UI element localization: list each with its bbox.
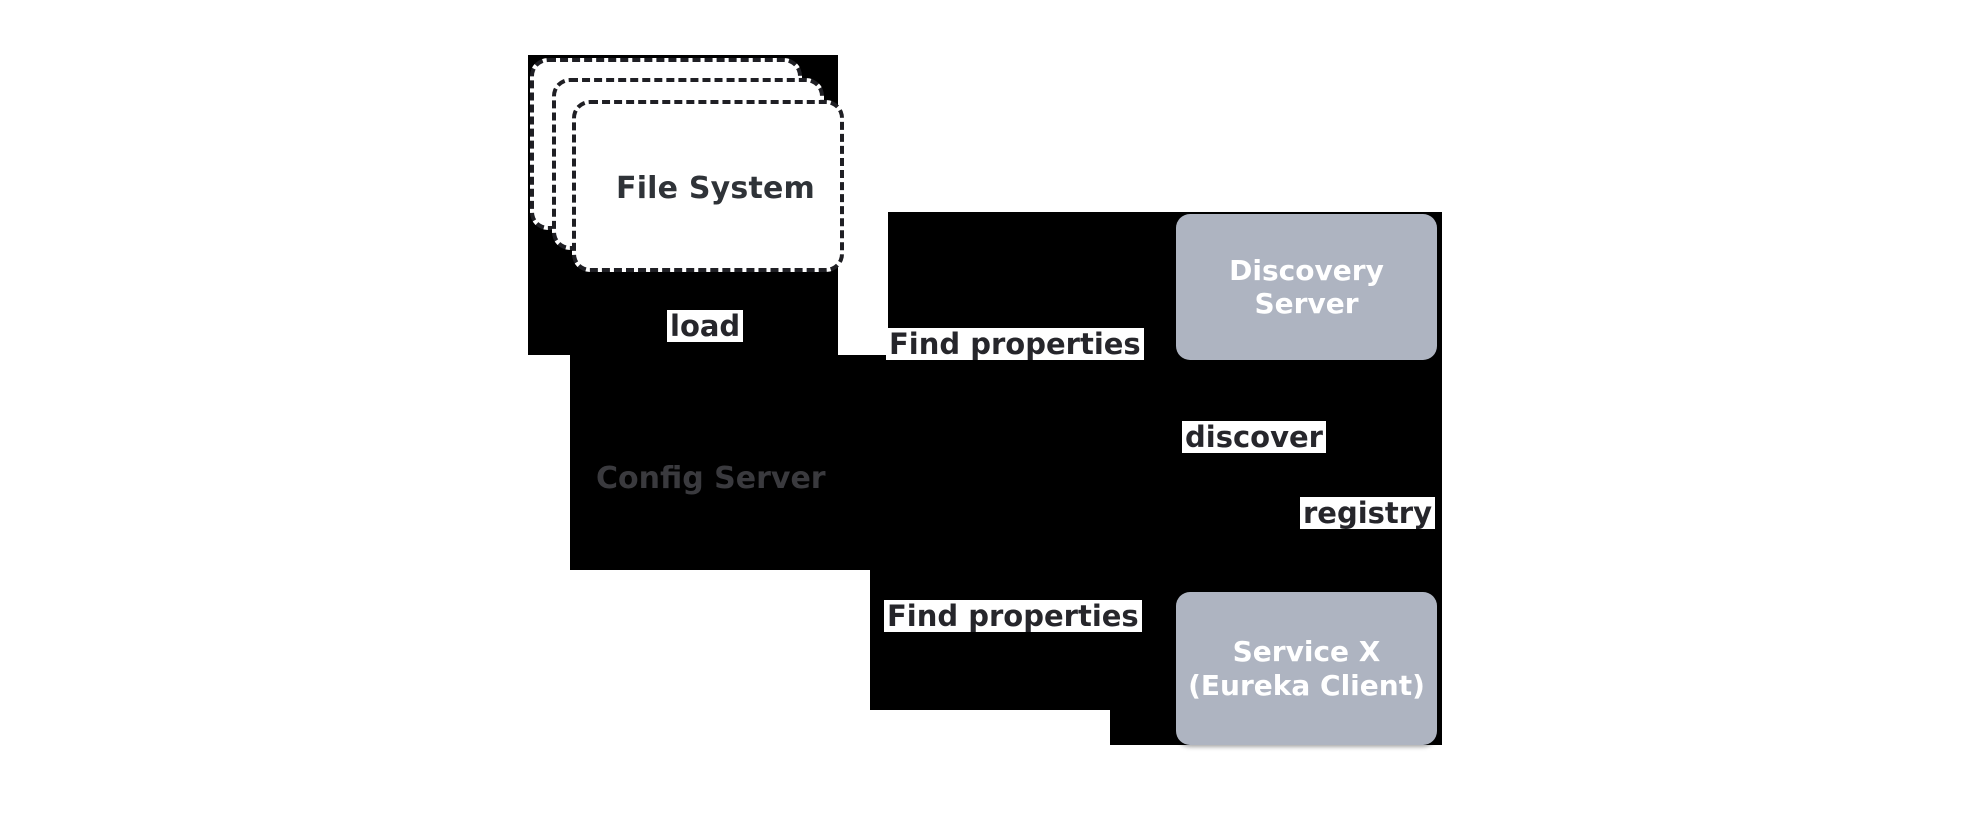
file-system-label: File System: [616, 171, 816, 206]
service-x-label-line1: Service X: [1232, 635, 1381, 669]
connector-region-config-to-find-top: [570, 355, 1177, 570]
edge-label-registry: registry: [1300, 497, 1435, 530]
discovery-server-label-line1: Discovery: [1229, 253, 1384, 287]
edge-label-discover: discover: [1182, 421, 1326, 454]
discovery-server-node[interactable]: Discovery Server: [1176, 214, 1437, 360]
edge-label-find-properties-top: Find properties: [886, 328, 1144, 361]
edge-label-load: load: [667, 310, 744, 343]
config-server-label: Config Server: [596, 461, 826, 496]
discovery-server-label-line2: Server: [1254, 287, 1359, 320]
file-system-card-front: [572, 100, 844, 272]
service-x-label-line2: (Eureka Client): [1188, 668, 1425, 702]
edge-label-find-properties-bottom: Find properties: [884, 600, 1142, 633]
service-x-node[interactable]: Service X (Eureka Client): [1176, 592, 1437, 745]
connector-region-find-properties-bot: [870, 570, 1110, 710]
